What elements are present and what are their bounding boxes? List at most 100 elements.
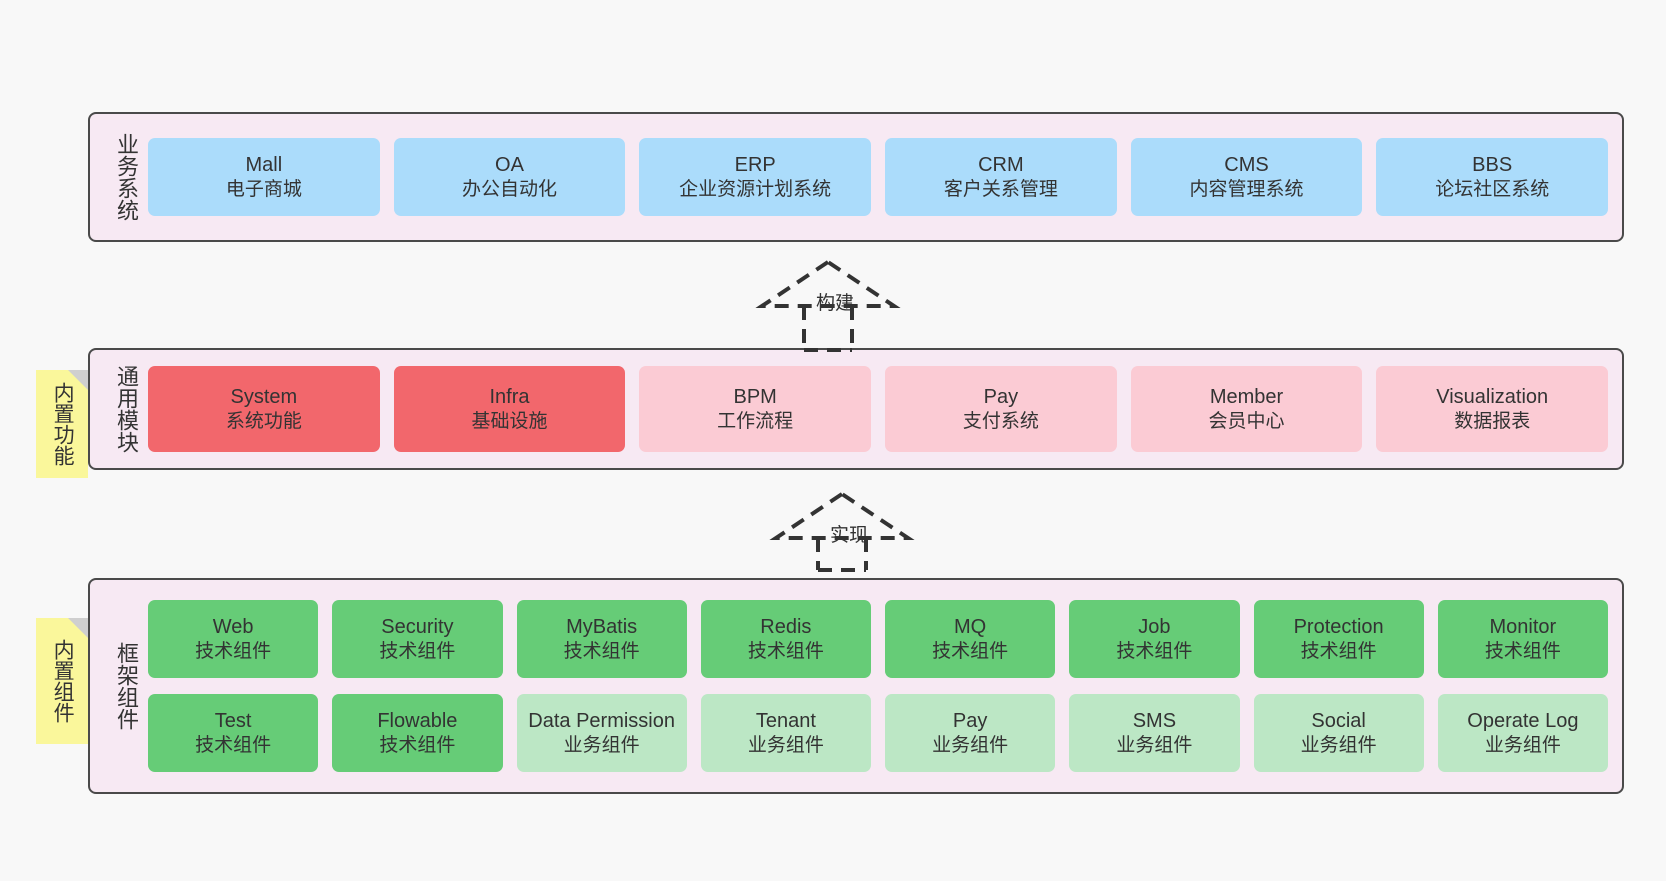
card-title: Pay <box>983 386 1019 409</box>
card-subtitle: 技术组件 <box>195 640 272 662</box>
card-subtitle: 业务组件 <box>932 734 1009 756</box>
card-title: ERP <box>734 154 776 177</box>
card-subtitle: 会员中心 <box>1208 410 1285 432</box>
note-builtin-components: 内置组件 <box>36 618 88 744</box>
card-title: Visualization <box>1436 386 1549 409</box>
note-builtin-features: 内置功能 <box>36 370 88 478</box>
card-subtitle: 论坛社区系统 <box>1435 178 1550 200</box>
card-title: Pay <box>952 710 988 733</box>
card-subtitle: 支付系统 <box>962 410 1039 432</box>
card-title: Security <box>381 616 454 639</box>
card-title: Member <box>1209 386 1284 409</box>
card-subtitle: 基础设施 <box>471 410 548 432</box>
card-subtitle: 办公自动化 <box>462 178 558 200</box>
card-subtitle: 业务组件 <box>1116 734 1193 756</box>
card-subtitle: 企业资源计划系统 <box>679 178 832 200</box>
card-title: SMS <box>1132 710 1177 733</box>
card-title: Tenant <box>755 710 816 733</box>
section-title-modules: 通用模块 <box>114 365 139 453</box>
card-title: MQ <box>954 616 987 639</box>
card-title: Infra <box>489 386 530 409</box>
connector-build-label: 构建 <box>816 293 855 314</box>
card-title: CMS <box>1224 154 1269 177</box>
section-title-framework: 框架组件 <box>114 642 139 730</box>
card-subtitle: 客户关系管理 <box>943 178 1058 200</box>
card-title: Monitor <box>1489 616 1557 639</box>
card-title: Flowable <box>377 710 458 733</box>
note-fold-corner-icon <box>68 370 88 390</box>
connector-build: 构建 <box>755 258 901 352</box>
card-title: MyBatis <box>566 616 638 639</box>
card-title: Protection <box>1293 616 1384 639</box>
connector-implement-label: 实现 <box>830 525 869 546</box>
card-subtitle: 技术组件 <box>379 734 456 756</box>
card-subtitle: 数据报表 <box>1454 410 1531 432</box>
generalization-arrow-up-icon <box>755 259 901 352</box>
connector-implement: 实现 <box>769 490 915 572</box>
card-subtitle: 业务组件 <box>747 734 824 756</box>
card-title: OA <box>495 154 524 177</box>
card-title: BPM <box>733 386 777 409</box>
card-title: Redis <box>760 616 812 639</box>
card-subtitle: 电子商城 <box>225 178 302 200</box>
card-subtitle: 技术组件 <box>932 640 1009 662</box>
card-subtitle: 技术组件 <box>563 640 640 662</box>
card-title: CRM <box>978 154 1024 177</box>
card-title: Web <box>212 616 254 639</box>
card-subtitle: 系统功能 <box>225 410 302 432</box>
section-title-business: 业务系统 <box>114 133 139 221</box>
card-subtitle: 业务组件 <box>1484 734 1561 756</box>
card-subtitle: 技术组件 <box>747 640 824 662</box>
card-title: Operate Log <box>1467 710 1579 733</box>
card-title: Data Permission <box>528 710 675 733</box>
card-subtitle: 工作流程 <box>717 410 794 432</box>
card-title: System <box>230 386 298 409</box>
card-subtitle: 内容管理系统 <box>1189 178 1304 200</box>
note-builtin-components-label: 内置组件 <box>51 639 75 723</box>
note-fold-corner-icon <box>68 618 88 638</box>
card-subtitle: 技术组件 <box>1484 640 1561 662</box>
card-subtitle: 技术组件 <box>379 640 456 662</box>
card-title: Job <box>1138 616 1171 639</box>
card-title: Mall <box>245 154 283 177</box>
generalization-arrow-up-icon <box>769 491 915 572</box>
card-subtitle: 技术组件 <box>1116 640 1193 662</box>
